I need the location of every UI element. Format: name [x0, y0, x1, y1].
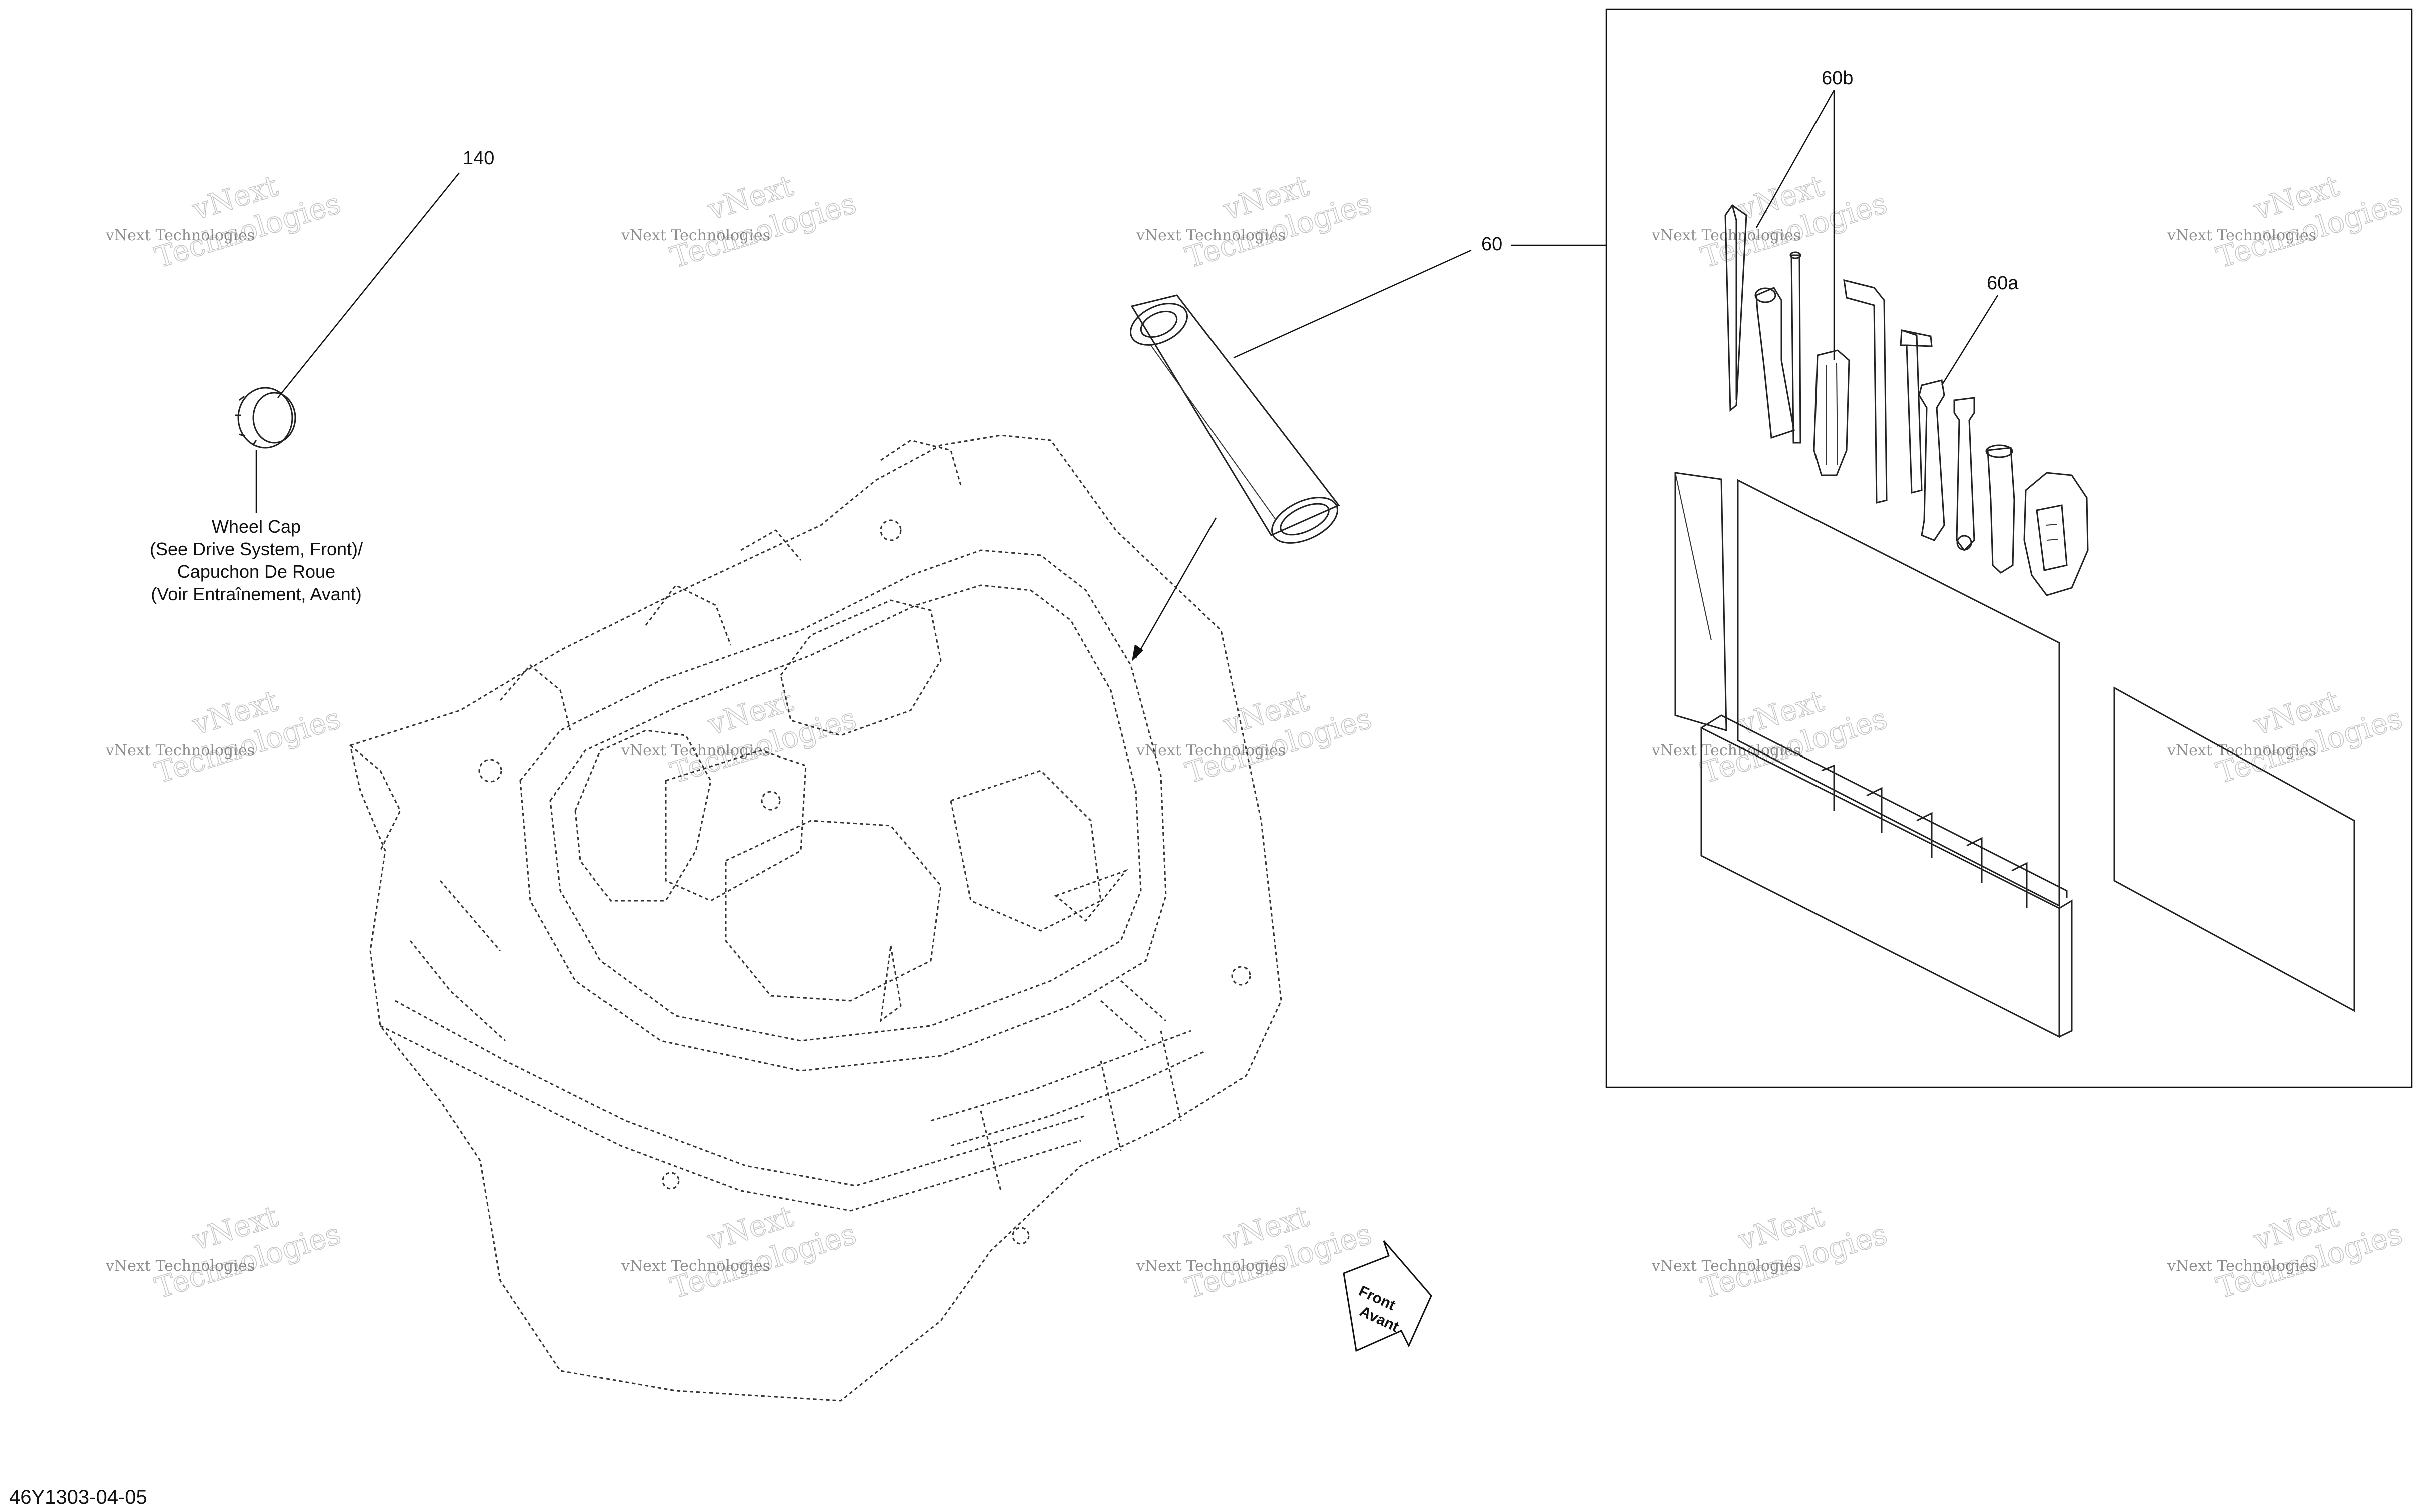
- wheel-cap-note: Wheel Cap (See Drive System, Front)/ Cap…: [150, 516, 363, 604]
- wheel-cap-note-line2: (See Drive System, Front)/: [150, 539, 363, 559]
- front-storage-compartment: [349, 434, 1282, 1402]
- watermark-small: vNext Technologies: [2167, 742, 2316, 760]
- watermark-small: vNext Technologies: [621, 1257, 770, 1275]
- callout-140: 140: [463, 148, 494, 169]
- callout-60: 60: [1481, 234, 1502, 255]
- watermark-small: vNext Technologies: [621, 742, 770, 760]
- wheel-cap-note-line1: Wheel Cap: [212, 516, 301, 537]
- watermark-small: vNext Technologies: [2167, 1257, 2316, 1275]
- watermark-small: vNext Technologies: [1136, 742, 1286, 760]
- watermark-small: vNext Technologies: [1651, 742, 1801, 760]
- drawing-code: 46Y1303-04-05: [9, 1486, 147, 1508]
- watermark-small: vNext Technologies: [105, 227, 255, 244]
- wheel-cap-note-line3: Capuchon De Roue: [177, 561, 335, 582]
- wheel-cap-part: [235, 387, 296, 449]
- watermark-small: vNext Technologies: [1651, 1257, 1801, 1275]
- tool-set: [1724, 204, 2089, 596]
- watermark-small: vNext Technologies: [1136, 227, 1286, 244]
- tool-kit-detail-box: [1605, 8, 2413, 1088]
- leader-60b-a: [1755, 90, 1835, 228]
- watermark-small: vNext Technologies: [1136, 1257, 1286, 1275]
- watermark-small: vNext Technologies: [2167, 227, 2316, 244]
- leader-60a: [1941, 295, 1999, 386]
- wheel-cap-note-line4: (Voir Entraînement, Avant): [151, 584, 362, 604]
- watermark-small: vNext Technologies: [105, 1257, 255, 1275]
- watermark-small: vNext Technologies: [105, 742, 255, 760]
- tool-kit-tube: [1130, 294, 1340, 544]
- front-direction-arrow: Front Avant: [1343, 1240, 1432, 1352]
- leader-140: [277, 172, 460, 398]
- callout-60b: 60b: [1822, 68, 1853, 89]
- watermark-small: vNext Technologies: [621, 227, 770, 244]
- leader-60: [1233, 249, 1472, 359]
- leader-arrowhead: [1132, 644, 1143, 661]
- owners-manual: [2113, 686, 2355, 1012]
- tool-tray: [1674, 472, 2073, 1038]
- callout-60a: 60a: [1987, 273, 2019, 294]
